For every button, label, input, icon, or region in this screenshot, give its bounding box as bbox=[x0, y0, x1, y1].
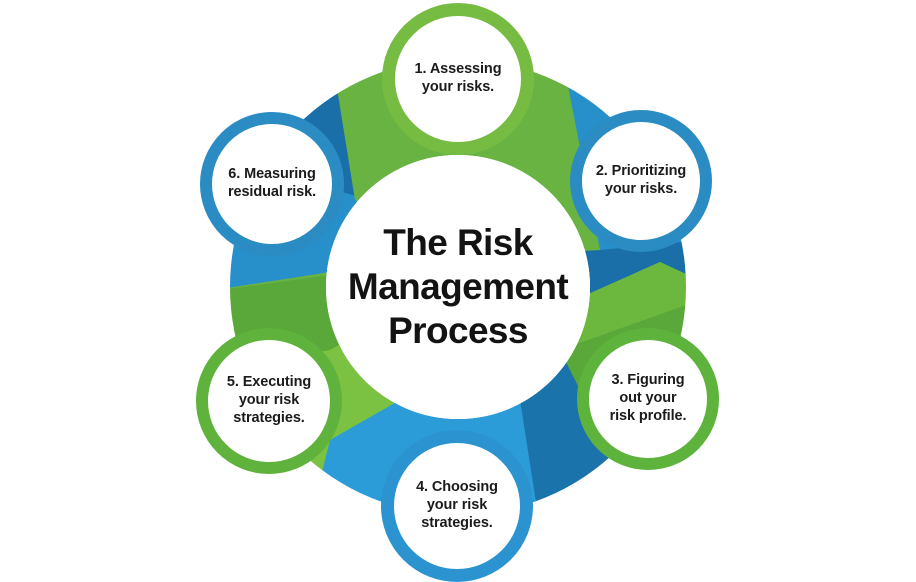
center-circle: The Risk Management Process bbox=[326, 155, 590, 419]
step-node-6-label: 6. Measuring residual risk. bbox=[227, 166, 317, 200]
step-node-3[interactable]: 3. Figuring out your risk profile. bbox=[577, 328, 719, 470]
step-node-1-label: 1. Assessing your risks. bbox=[414, 61, 502, 95]
step-node-1[interactable]: 1. Assessing your risks. bbox=[382, 3, 534, 155]
step-node-4-label: 4. Choosing your risk strategies. bbox=[416, 479, 498, 531]
page-title: The Risk Management Process bbox=[347, 221, 569, 351]
step-node-6[interactable]: 6. Measuring residual risk. bbox=[200, 112, 344, 256]
step-node-5[interactable]: 5. Executing your risk strategies. bbox=[196, 328, 342, 474]
step-node-2-label: 2. Prioritizing your risks. bbox=[595, 163, 687, 197]
step-node-2[interactable]: 2. Prioritizing your risks. bbox=[570, 110, 712, 252]
step-node-5-label: 5. Executing your risk strategies. bbox=[226, 374, 312, 426]
step-node-4[interactable]: 4. Choosing your risk strategies. bbox=[381, 430, 533, 582]
step-node-3-label: 3. Figuring out your risk profile. bbox=[609, 372, 687, 424]
